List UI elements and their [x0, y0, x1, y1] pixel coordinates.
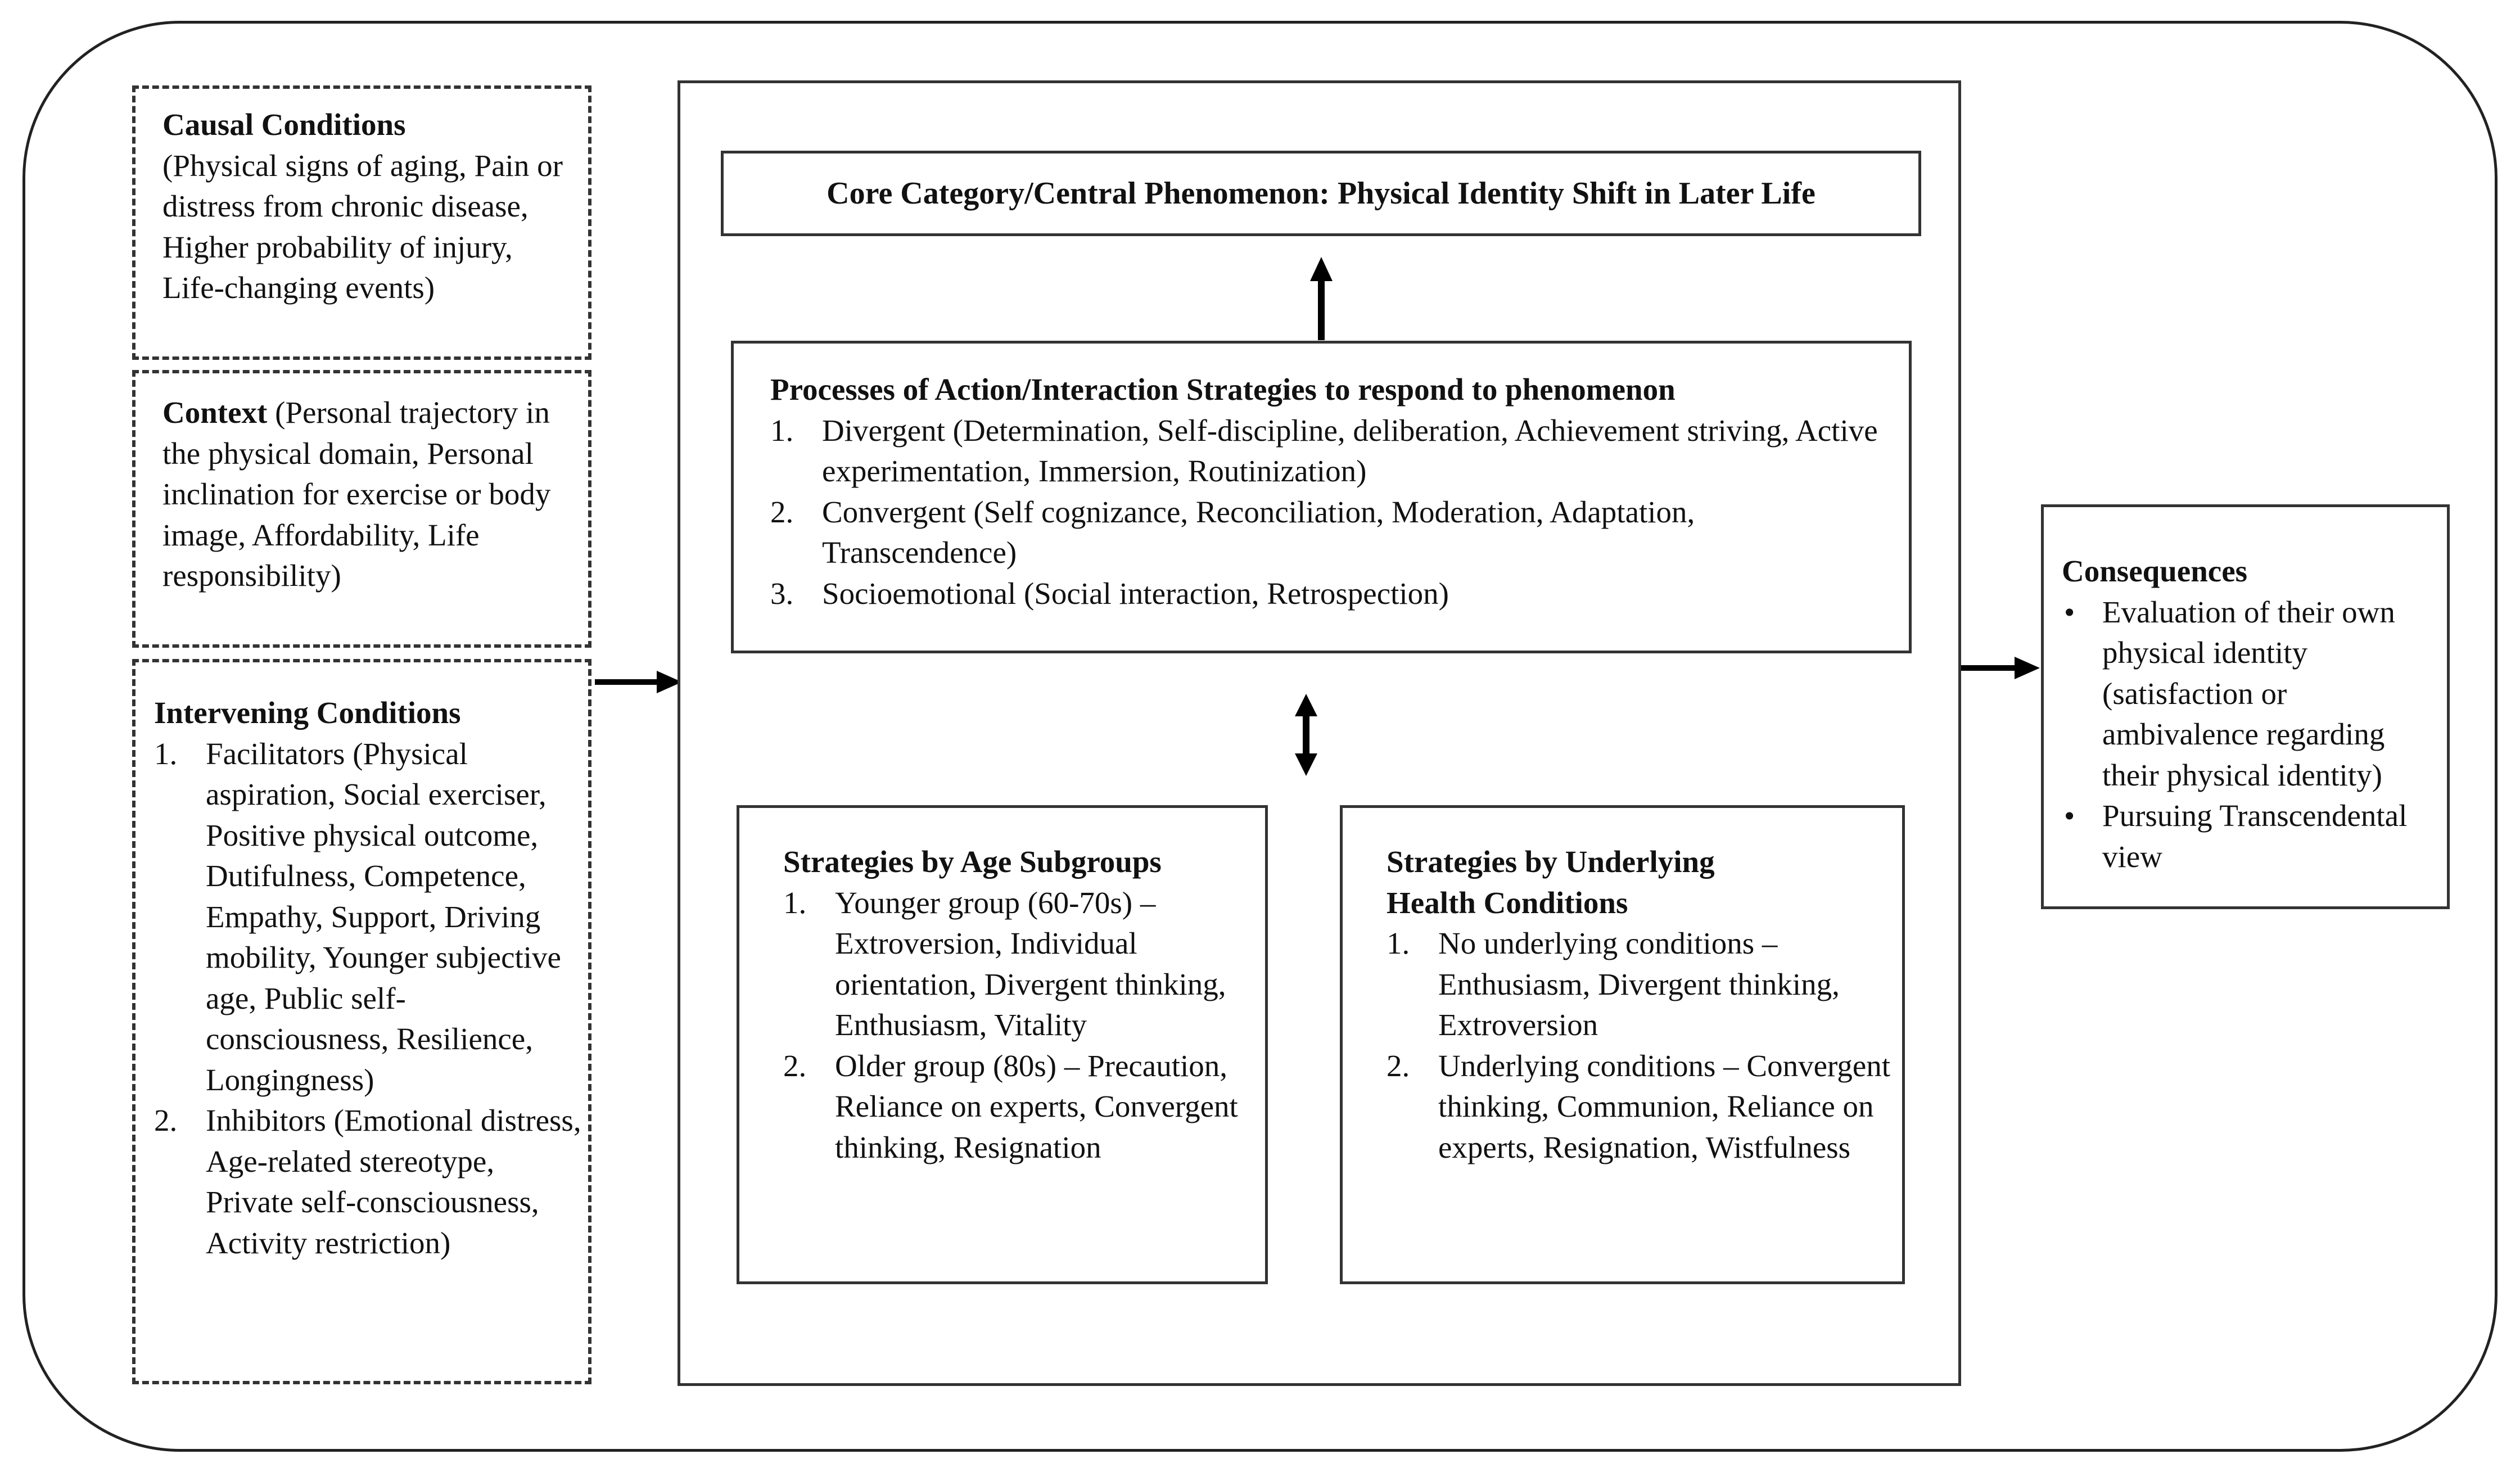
processes-list: 1.Divergent (Determination, Self-discipl…: [770, 410, 1892, 615]
consequences-title: Consequences: [2062, 554, 2248, 588]
causal-conditions-body: (Physical signs of aging, Pain or distre…: [162, 148, 563, 305]
health-conditions-item: 2.Underlying conditions – Convergent thi…: [1387, 1048, 1891, 1164]
intervening-item-text: Facilitators (Physical aspiration, Socia…: [206, 736, 561, 1097]
intervening-list: 1.Facilitators (Physical aspiration, Soc…: [154, 734, 582, 1264]
context-body: (Personal trajectory in the physical dom…: [162, 395, 551, 593]
processes-item: 3.Socioemotional (Social interaction, Re…: [770, 576, 1449, 611]
context-box: Context (Personal trajectory in the phys…: [132, 370, 591, 648]
intervening-item: 2.Inhibitors (Emotional distress, Age-re…: [154, 1103, 581, 1260]
processes-title: Processes of Action/Interaction Strategi…: [770, 372, 1676, 407]
processes-item-text: Convergent (Self cognizance, Reconciliat…: [822, 494, 1695, 570]
context-title: Context: [162, 395, 268, 430]
age-subgroups-title: Strategies by Age Subgroups: [783, 845, 1162, 879]
age-subgroups-box: Strategies by Age Subgroups 1.Younger gr…: [737, 805, 1268, 1284]
consequences-item: •Pursuing Transcendental view: [2064, 798, 2408, 874]
outer-frame: [22, 21, 2498, 1452]
arrow-right-to-center-icon: [595, 671, 682, 693]
consequences-item: •Evaluation of their own physical identi…: [2064, 594, 2395, 792]
health-conditions-box: Strategies by Underlying Health Conditio…: [1340, 805, 1905, 1284]
consequences-item-text: Pursuing Transcendental view: [2102, 798, 2408, 874]
consequences-box: Consequences •Evaluation of their own ph…: [2041, 504, 2450, 909]
core-category-box: Core Category/Central Phenomenon: Physic…: [721, 151, 1921, 236]
health-conditions-title: Strategies by Underlying Health Conditio…: [1387, 845, 1715, 920]
core-category-title: Core Category/Central Phenomenon: Physic…: [827, 175, 1816, 211]
processes-item-text: Socioemotional (Social interaction, Retr…: [822, 576, 1449, 611]
age-subgroups-item-text: Older group (80s) – Precaution, Reliance…: [835, 1048, 1238, 1164]
causal-conditions-box: Causal Conditions (Physical signs of agi…: [132, 85, 591, 360]
arrow-up-icon: [1310, 257, 1333, 340]
intervening-item: 1.Facilitators (Physical aspiration, Soc…: [154, 736, 561, 1097]
health-conditions-item: 1.No underlying conditions – Enthusiasm,…: [1387, 926, 1840, 1042]
age-subgroups-item: 2.Older group (80s) – Precaution, Relian…: [783, 1048, 1238, 1164]
age-subgroups-list: 1.Younger group (60-70s) – Extroversion,…: [783, 883, 1254, 1168]
processes-item: 2.Convergent (Self cognizance, Reconcili…: [770, 494, 1695, 570]
health-conditions-item-text: Underlying conditions – Convergent think…: [1438, 1048, 1891, 1164]
age-subgroups-item-text: Younger group (60-70s) – Extroversion, I…: [835, 885, 1226, 1042]
consequences-list: •Evaluation of their own physical identi…: [2062, 592, 2437, 878]
causal-conditions-title: Causal Conditions: [162, 107, 406, 142]
processes-item-text: Divergent (Determination, Self-disciplin…: [822, 413, 1878, 489]
health-conditions-item-text: No underlying conditions – Enthusiasm, D…: [1438, 926, 1840, 1042]
processes-box: Processes of Action/Interaction Strategi…: [731, 341, 1912, 653]
intervening-conditions-box: Intervening Conditions 1.Facilitators (P…: [132, 659, 591, 1384]
processes-item: 1.Divergent (Determination, Self-discipl…: [770, 413, 1878, 489]
arrow-right-to-consequences-icon: [1961, 657, 2040, 679]
intervening-conditions-title: Intervening Conditions: [154, 696, 461, 730]
age-subgroups-item: 1.Younger group (60-70s) – Extroversion,…: [783, 885, 1226, 1042]
health-conditions-list: 1.No underlying conditions – Enthusiasm,…: [1387, 923, 1891, 1168]
consequences-item-text: Evaluation of their own physical identit…: [2102, 594, 2395, 792]
intervening-item-text: Inhibitors (Emotional distress, Age-rela…: [206, 1103, 581, 1260]
double-arrow-icon: [1295, 694, 1317, 776]
